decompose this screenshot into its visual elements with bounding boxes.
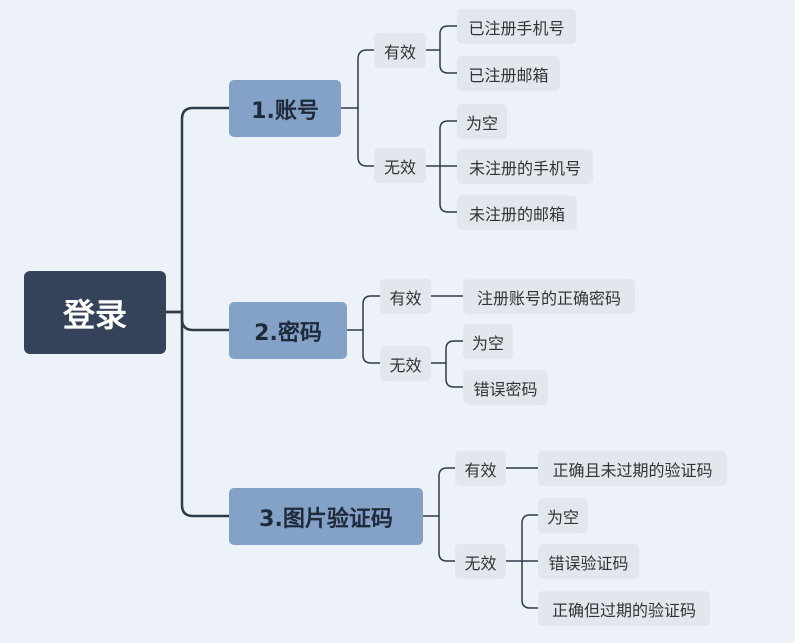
root-label: 登录 <box>62 295 127 334</box>
account-invalid-item-empty: 为空 <box>457 104 507 139</box>
leaf-label: 正确且未过期的验证码 <box>552 460 713 480</box>
branch-account-label: 1.账号 <box>251 98 319 124</box>
leaf-label: 正确但过期的验证码 <box>551 600 696 620</box>
leaf-label: 未注册的手机号 <box>468 158 581 178</box>
branch-captcha-label: 3.图片验证码 <box>259 506 393 532</box>
leaf-label: 为空 <box>546 507 579 527</box>
password-valid-node: 有效 <box>380 279 431 314</box>
leaf-label: 为空 <box>465 113 498 133</box>
branch-captcha-node: 3.图片验证码 <box>229 488 423 545</box>
captcha-valid-label: 有效 <box>464 460 497 480</box>
captcha-invalid-item-wrong: 错误验证码 <box>538 544 639 579</box>
password-valid-item-correct: 注册账号的正确密码 <box>463 279 635 314</box>
password-invalid-item-wrong: 错误密码 <box>463 370 548 405</box>
account-invalid-item-phone: 未注册的手机号 <box>457 149 593 184</box>
captcha-invalid-item-empty: 为空 <box>538 498 588 533</box>
account-invalid-node: 无效 <box>374 148 426 183</box>
leaf-label: 错误密码 <box>473 379 538 399</box>
account-invalid-item-email: 未注册的邮箱 <box>457 195 577 230</box>
captcha-valid-item-correct: 正确且未过期的验证码 <box>538 451 727 486</box>
account-valid-item-phone: 已注册手机号 <box>457 9 576 44</box>
account-valid-label: 有效 <box>383 42 416 62</box>
captcha-invalid-node: 无效 <box>455 544 506 579</box>
leaf-label: 为空 <box>471 333 504 353</box>
account-valid-node: 有效 <box>374 33 426 68</box>
password-valid-label: 有效 <box>389 288 422 308</box>
branch-account-node: 1.账号 <box>229 80 341 137</box>
account-invalid-label: 无效 <box>383 157 416 177</box>
captcha-invalid-label: 无效 <box>464 553 497 573</box>
leaf-label: 已注册邮箱 <box>468 65 549 85</box>
captcha-valid-node: 有效 <box>455 451 506 486</box>
password-invalid-item-empty: 为空 <box>463 324 513 359</box>
leaf-label: 错误验证码 <box>548 553 629 573</box>
password-invalid-node: 无效 <box>380 346 431 381</box>
password-invalid-label: 无效 <box>389 355 422 375</box>
leaf-label: 未注册的邮箱 <box>468 204 565 224</box>
root-node: 登录 <box>24 271 166 354</box>
branch-password-label: 2.密码 <box>254 320 322 346</box>
captcha-invalid-item-expired: 正确但过期的验证码 <box>538 591 710 626</box>
leaf-label: 已注册手机号 <box>468 18 565 38</box>
account-valid-item-email: 已注册邮箱 <box>457 56 560 91</box>
branch-password-node: 2.密码 <box>229 302 347 359</box>
leaf-label: 注册账号的正确密码 <box>476 288 621 308</box>
